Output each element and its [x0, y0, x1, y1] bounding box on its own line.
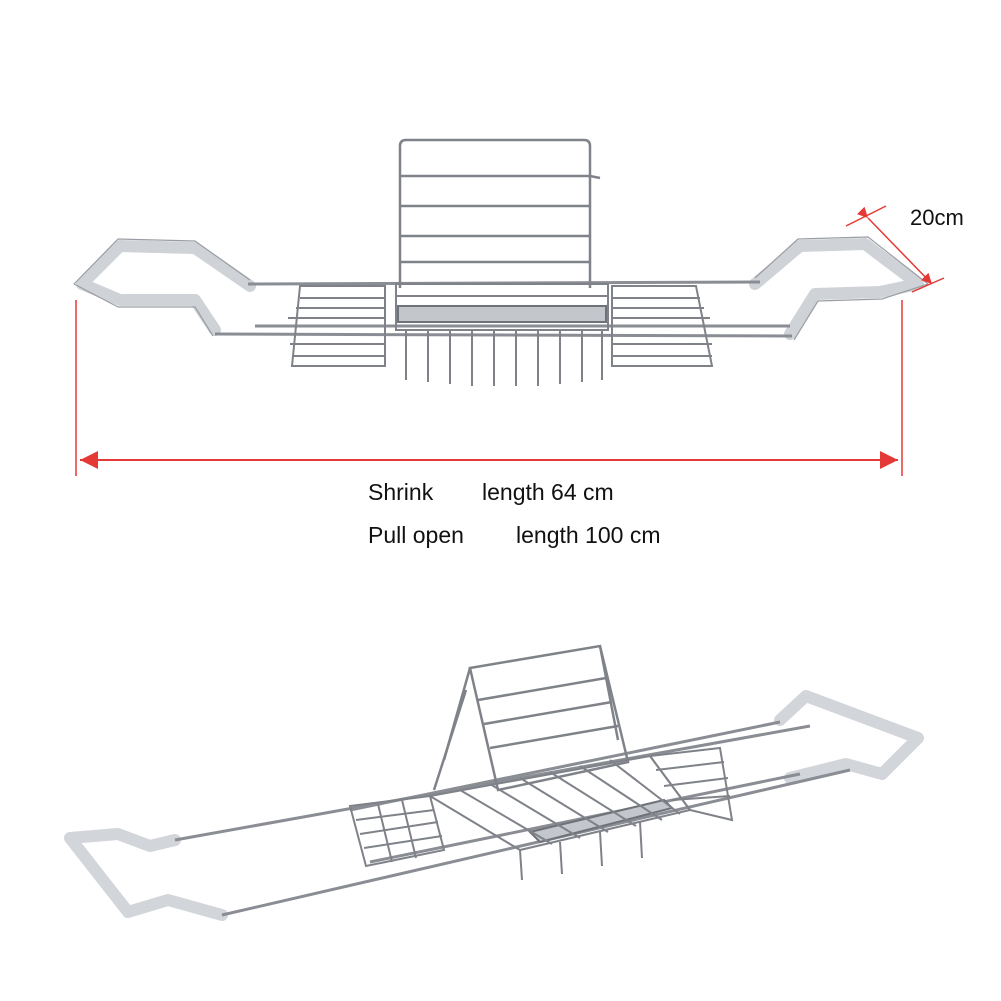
width-dimension [845, 205, 945, 293]
extended-rails [174, 720, 851, 917]
extended-basket-right [648, 746, 734, 822]
center-basket [395, 283, 609, 386]
extended-basket-left [348, 794, 446, 868]
shrink-label: Shrink [368, 479, 434, 505]
end-cap-right [749, 238, 924, 340]
caddy-extended [64, 644, 924, 921]
extended-book-stand [432, 644, 630, 792]
end-cap-back [774, 690, 924, 784]
end-cap-front [64, 828, 228, 921]
side-basket-right [611, 285, 714, 367]
pull-open-length-value: length 100 cm [516, 522, 661, 548]
end-cap-outline [73, 236, 929, 341]
pull-open-label: Pull open [368, 522, 464, 548]
width-label: 20cm [910, 205, 964, 230]
shrink-length-value: length 64 cm [482, 479, 614, 505]
length-dimension [75, 300, 903, 476]
caddy-retracted [73, 138, 929, 386]
side-basket-left [288, 285, 386, 367]
extended-basket-center [427, 754, 692, 881]
book-stand [398, 138, 601, 288]
end-cap-left [76, 240, 256, 336]
